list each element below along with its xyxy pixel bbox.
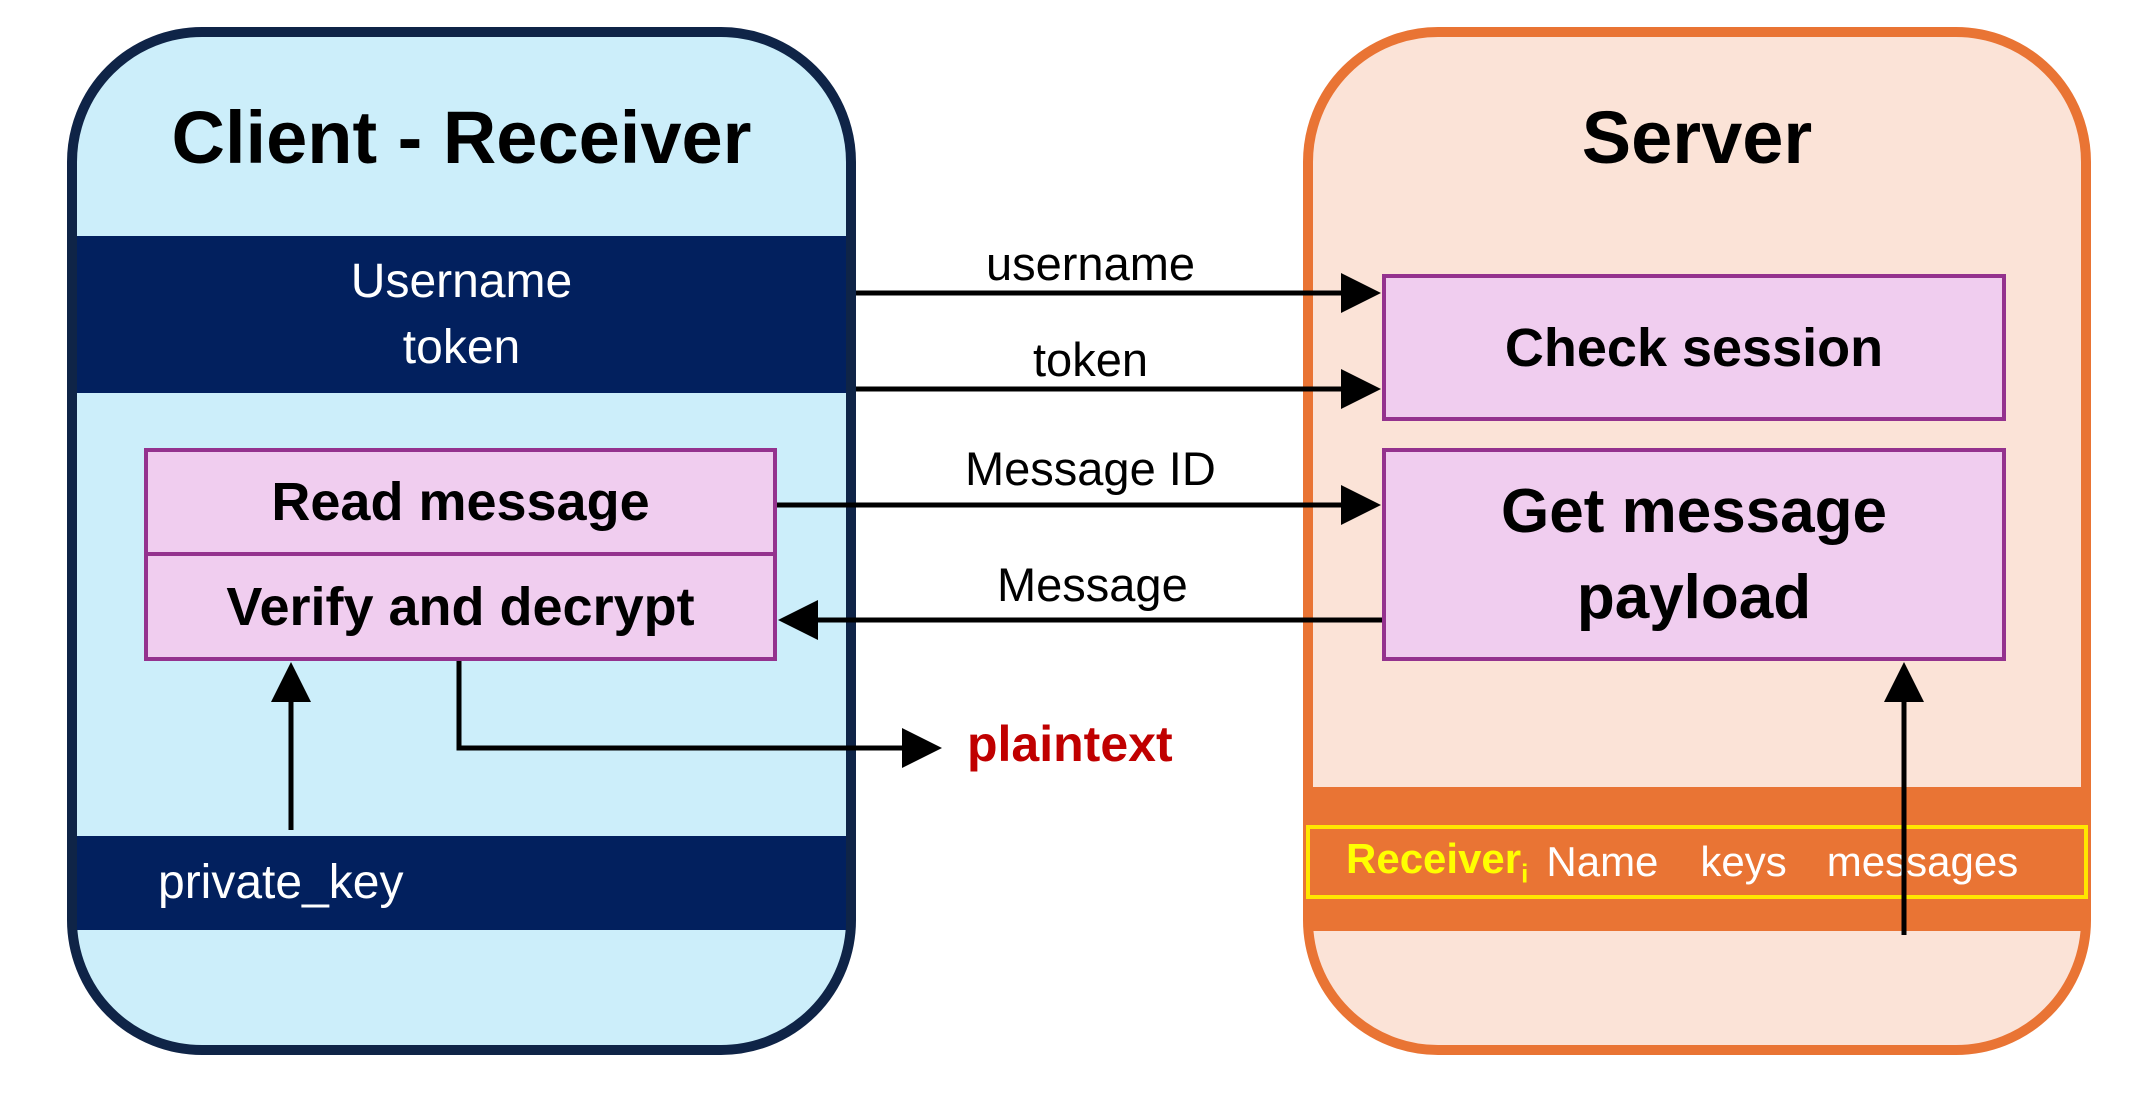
get-message-payload-line1: Get message: [1501, 476, 1887, 546]
private-key-label: private_key: [158, 856, 404, 909]
read-message-label: Read message: [271, 472, 650, 532]
db-messages-column: messages: [1826, 838, 2019, 885]
get-message-payload-line2: payload: [1576, 562, 1812, 632]
client-title: Client - Receiver: [171, 96, 752, 179]
credentials-token: token: [402, 321, 521, 374]
private-key-band: [77, 836, 846, 930]
credentials-band: [77, 236, 846, 393]
arrow-label-token: token: [1033, 333, 1148, 386]
plaintext-output: plaintext: [967, 716, 1173, 772]
credentials-username: Username: [350, 255, 573, 308]
check-session-box: Check session: [1382, 274, 2006, 421]
server-title: Server: [1581, 96, 1813, 179]
db-name-column: Name: [1546, 838, 1659, 885]
verify-decrypt-label: Verify and decrypt: [226, 576, 695, 637]
check-session-label: Check session: [1504, 317, 1884, 378]
get-message-payload-box: Get message payload: [1382, 448, 2006, 661]
arrow-label-message: Message: [997, 558, 1188, 611]
server-database-band: [1313, 787, 2081, 931]
arrow-to-plaintext: [456, 661, 942, 768]
verify-decrypt-box: Verify and decrypt: [144, 552, 777, 661]
arrow-label-message-id: Message ID: [965, 442, 1216, 495]
db-keys-column: keys: [1700, 838, 1787, 885]
database-row: Receiveri Name keys messages: [1306, 825, 2088, 899]
arrow-label-username: username: [986, 237, 1195, 290]
db-receiver-label: Receiveri: [1346, 834, 1529, 889]
